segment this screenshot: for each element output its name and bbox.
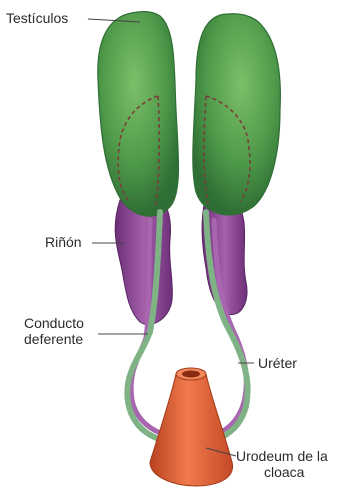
urodeum-cloaca xyxy=(150,374,233,486)
label-kidney: Riñón xyxy=(45,234,82,250)
right-testis xyxy=(193,14,281,215)
label-testis: Testículos xyxy=(6,10,68,26)
label-urodeum-line2: cloaca xyxy=(236,464,328,480)
label-urodeum: Urodeum de la cloaca xyxy=(236,448,328,480)
label-vas-deferens-line2: deferente xyxy=(24,331,84,347)
urodeum-opening-inner xyxy=(182,371,200,378)
label-vas-deferens: Conducto deferente xyxy=(24,315,84,347)
left-kidney xyxy=(115,198,172,325)
label-ureter: Uréter xyxy=(258,355,297,371)
left-testis xyxy=(98,12,179,217)
label-vas-deferens-line1: Conducto xyxy=(24,315,84,331)
label-urodeum-line1: Urodeum de la xyxy=(236,448,328,464)
